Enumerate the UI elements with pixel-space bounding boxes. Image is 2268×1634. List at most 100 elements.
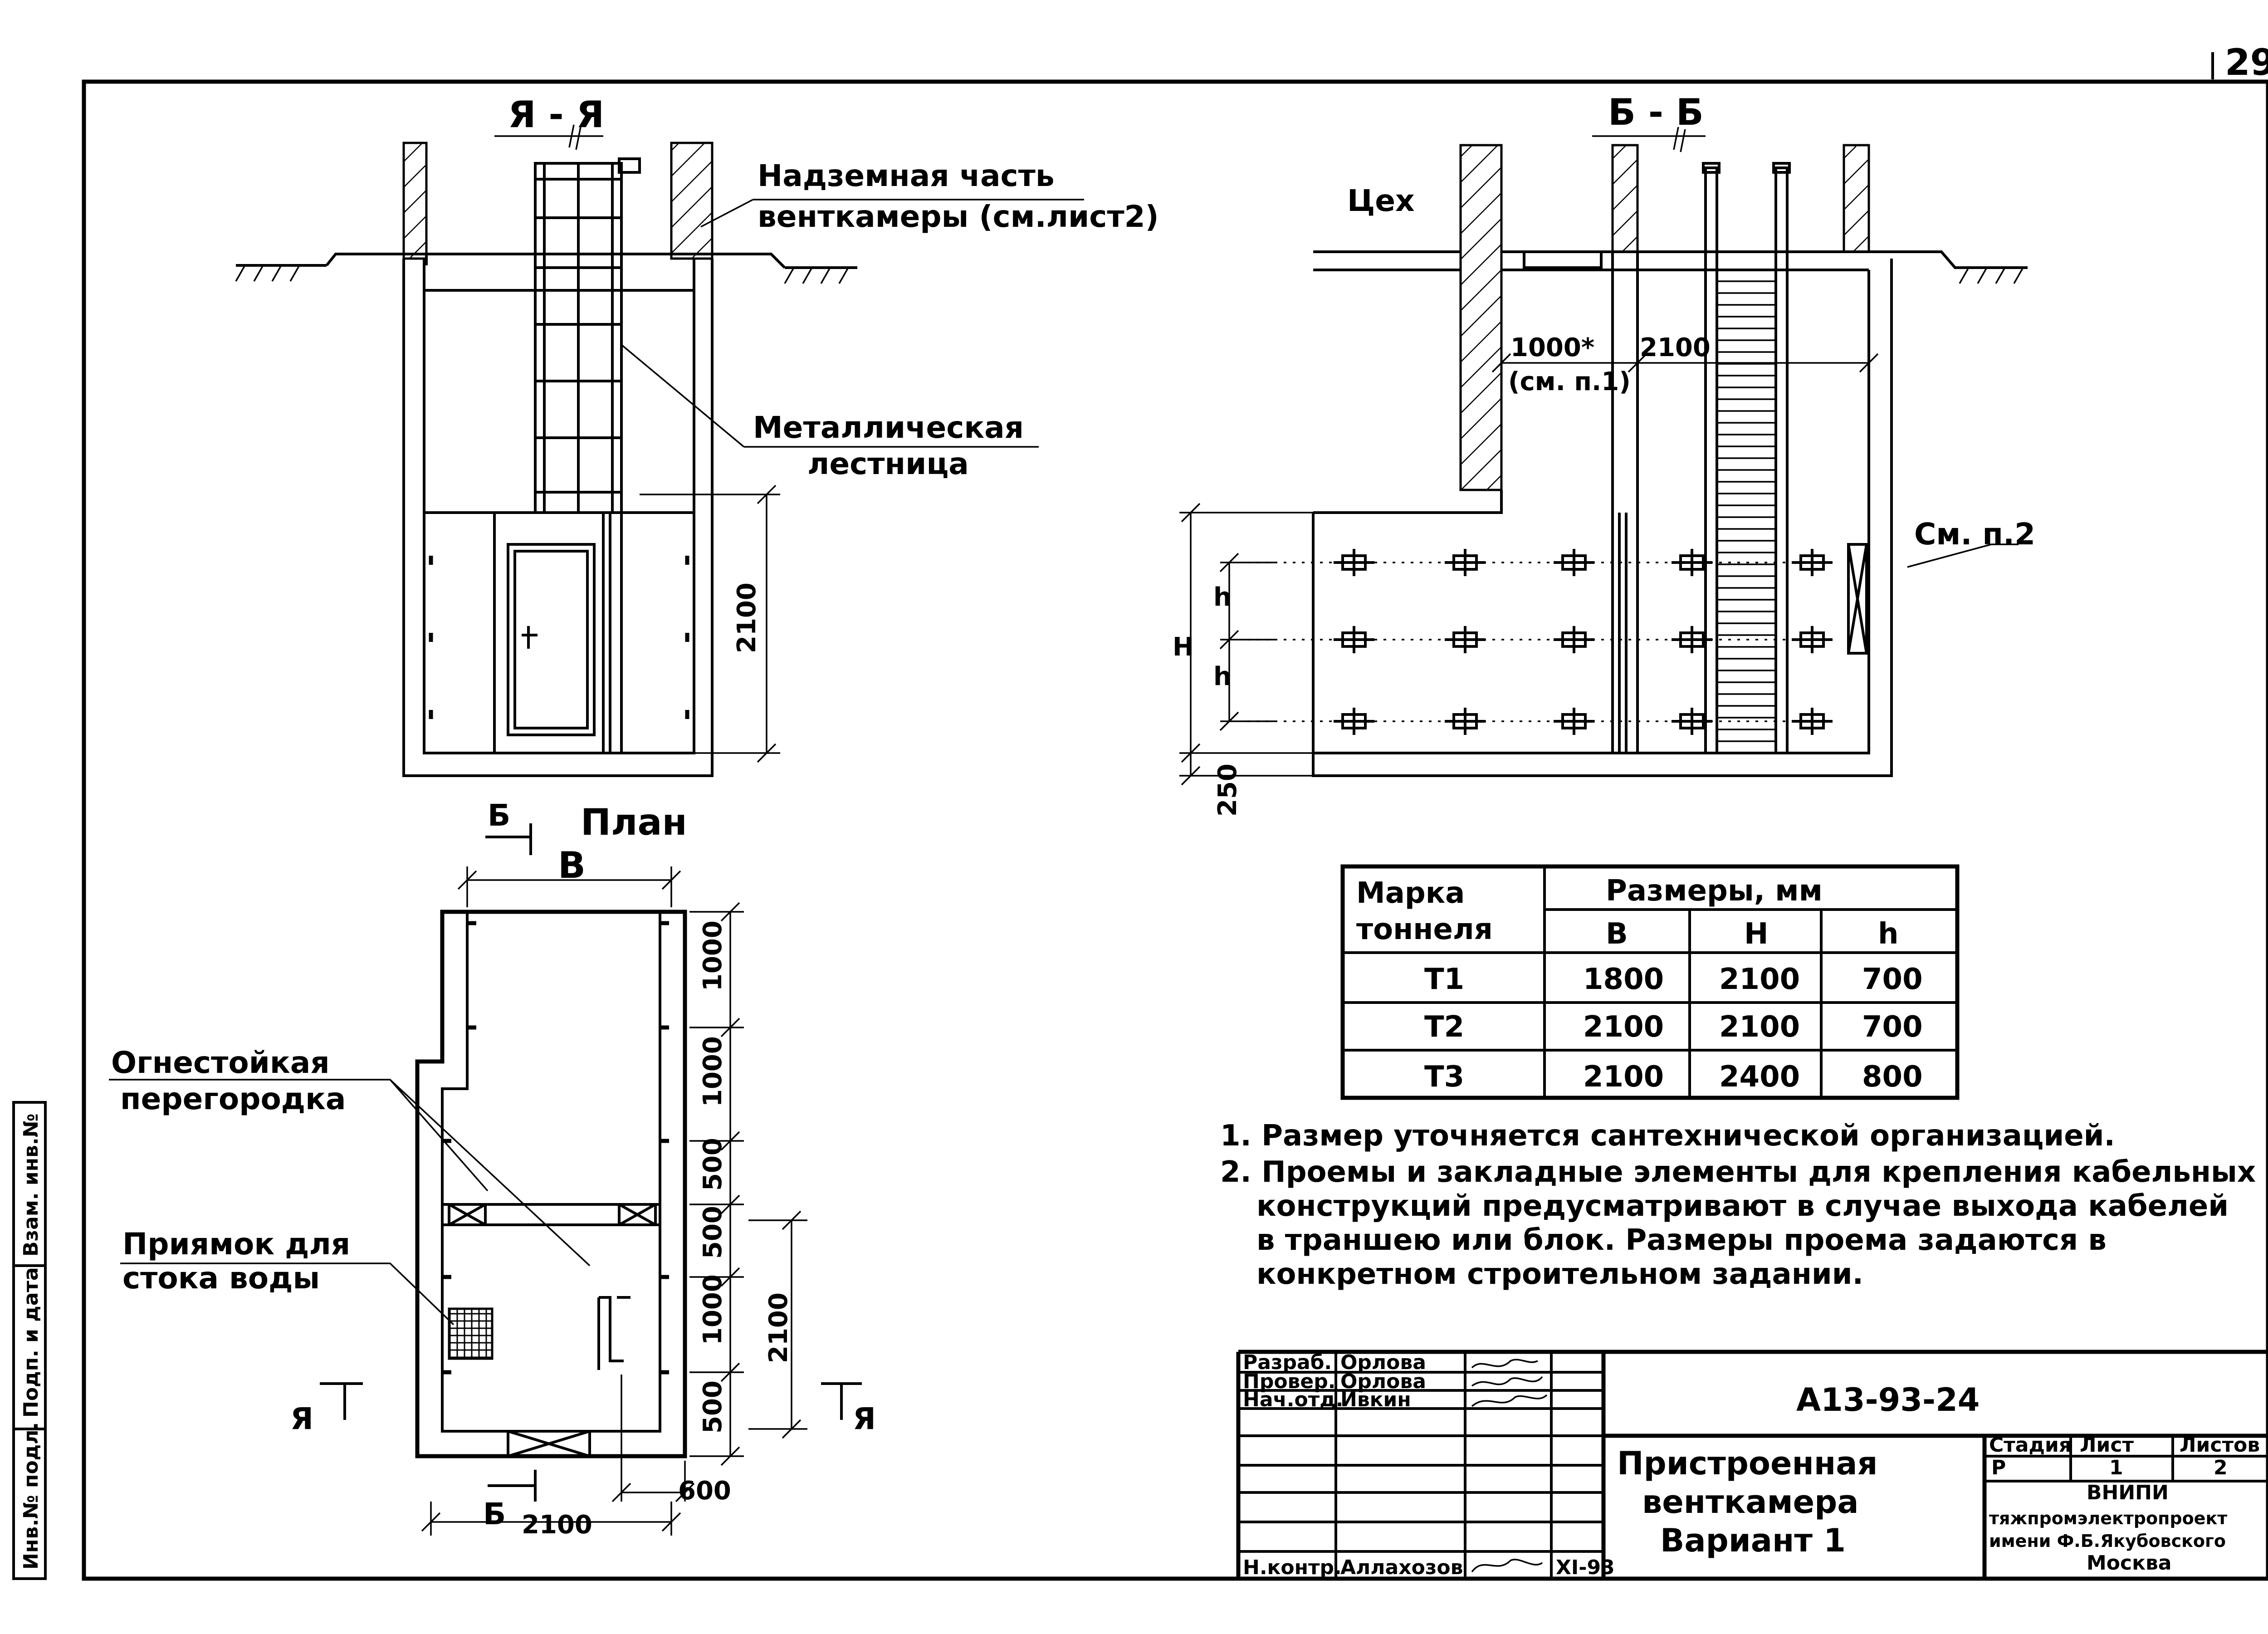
anchor-mark bbox=[1672, 626, 1712, 653]
plan-dim-6: 500 bbox=[698, 1380, 728, 1433]
stamp-inv-replace: Взам. инв.№ bbox=[20, 1113, 43, 1257]
tb-name-2: Орлова bbox=[1340, 1370, 1426, 1393]
anchor-mark bbox=[1554, 708, 1594, 735]
anchor-mark bbox=[1554, 549, 1594, 576]
tb-org-1: ВНИПИ bbox=[2087, 1481, 2169, 1504]
th-mark-1: Марка bbox=[1356, 876, 1465, 910]
sizes-table: Марка тоннеля Размеры, мм В Н h Т1 1800 … bbox=[1340, 864, 1960, 1100]
note-2-cont-1: конструкций предусматривают в случае вых… bbox=[1256, 1189, 2229, 1223]
label-partition-1: Огнестойкая bbox=[111, 1045, 330, 1080]
note-1: 1. Размер уточняется сантехнической орга… bbox=[1220, 1119, 2115, 1153]
tb-title-2: венткамера bbox=[1642, 1483, 1859, 1521]
anchor-mark bbox=[1672, 549, 1712, 576]
bb-dim-1000-note: (см. п.1) bbox=[1508, 367, 1631, 396]
bb-dim-h1: h bbox=[1213, 582, 1232, 612]
label-workshop: Цех bbox=[1347, 183, 1415, 218]
anchor-mark bbox=[1445, 549, 1486, 576]
bb-dim-H: H bbox=[1173, 632, 1194, 662]
bb-dim-1000: 1000* bbox=[1510, 333, 1594, 362]
label-ladder-2: лестница bbox=[807, 446, 969, 481]
tb-role-2: Провер. bbox=[1243, 1370, 1335, 1393]
tb-title-3: Вариант 1 bbox=[1660, 1522, 1846, 1559]
sheet-number: 29 bbox=[2211, 41, 2268, 83]
stamp-sign-date: Подп. и дата bbox=[20, 1267, 43, 1418]
tb-sheet: 1 bbox=[2109, 1456, 2123, 1479]
plan-dim-4: 500 bbox=[698, 1206, 728, 1259]
section-bb-title: Б - Б bbox=[1608, 91, 1704, 133]
anchor-mark bbox=[1334, 626, 1374, 653]
aa-dim-2100: 2100 bbox=[732, 582, 762, 653]
svg-text:29: 29 bbox=[2225, 41, 2268, 83]
th-col-h: h bbox=[1878, 917, 1899, 951]
anchor-mark bbox=[1554, 626, 1594, 653]
label-aboveground-1: Надземная часть bbox=[758, 158, 1055, 193]
tb-role-4: Н.контр. bbox=[1243, 1556, 1342, 1579]
label-pit-2: стока воды bbox=[122, 1261, 320, 1296]
notes: 1. Размер уточняется сантехнической орга… bbox=[1220, 1119, 2256, 1291]
plan-dim-2: 1000 bbox=[698, 1036, 728, 1107]
tb-title-1: Пристроенная bbox=[1617, 1445, 1877, 1482]
plan-dim-2100-right: 2100 bbox=[764, 1292, 793, 1363]
table-cell: 2100 bbox=[1719, 1010, 1800, 1044]
table-cell: 2100 bbox=[1583, 1060, 1664, 1094]
table-cell: 700 bbox=[1862, 1010, 1923, 1044]
note-2-cont-3: конкретном строительном задании. bbox=[1256, 1257, 1863, 1291]
tb-stage: Р bbox=[1991, 1456, 2006, 1479]
bb-dim-h2: h bbox=[1213, 662, 1232, 691]
plan-cut-a-left: Я bbox=[290, 1401, 313, 1436]
th-sizes: Размеры, мм bbox=[1606, 874, 1823, 908]
plan-dim-1: 1000 bbox=[698, 920, 728, 991]
tb-sheets-label: Листов bbox=[2180, 1433, 2260, 1457]
tb-org-2: тяжпромэлектропроект bbox=[1989, 1508, 2227, 1528]
bb-dim-250: 250 bbox=[1213, 763, 1242, 817]
table-cell: Т1 bbox=[1424, 963, 1464, 996]
label-aboveground-2: венткамеры (см.лист2) bbox=[758, 199, 1159, 234]
tb-doc-code: А13-93-24 bbox=[1796, 1381, 1980, 1419]
note-2-cont-2: в траншею или блок. Размеры проема задаю… bbox=[1256, 1223, 2107, 1257]
anchor-mark bbox=[1792, 626, 1833, 653]
anchor-mark bbox=[1792, 549, 1833, 576]
drain-pit bbox=[448, 1307, 494, 1360]
stamp-inv-original: Инв.№ подл. bbox=[20, 1422, 43, 1570]
note-2: 2. Проемы и закладные элементы для крепл… bbox=[1220, 1155, 2256, 1189]
side-stamp: Инв.№ подл. Подп. и дата Взам. инв.№ bbox=[12, 1101, 47, 1580]
tb-org-3: имени Ф.Б.Якубовского bbox=[1989, 1531, 2226, 1551]
tb-name-4: Аллахозов bbox=[1340, 1556, 1463, 1579]
th-mark-2: тоннеля bbox=[1356, 913, 1493, 946]
th-col-B: В bbox=[1606, 917, 1628, 951]
plan-title: План bbox=[581, 801, 687, 843]
bb-dim-2100: 2100 bbox=[1640, 333, 1711, 362]
anchor-mark bbox=[1672, 708, 1712, 735]
plan-dim-5: 1000 bbox=[698, 1274, 728, 1345]
table-cell: 800 bbox=[1862, 1060, 1923, 1094]
plan-dim-2100-bottom: 2100 bbox=[522, 1510, 592, 1540]
table-cell: Т3 bbox=[1424, 1060, 1464, 1094]
anchor-mark bbox=[1445, 708, 1486, 735]
th-col-H: Н bbox=[1744, 917, 1769, 951]
anchor-mark bbox=[1334, 549, 1374, 576]
plan-cut-b-bottom: Б bbox=[483, 1497, 506, 1531]
label-partition-2: перегородка bbox=[120, 1081, 346, 1116]
table-cell: 1800 bbox=[1583, 963, 1664, 996]
section-aa-title: Я - Я bbox=[508, 93, 604, 136]
anchor-mark bbox=[1792, 708, 1833, 735]
tb-name-3: Ивкин bbox=[1340, 1388, 1411, 1411]
anchor-mark bbox=[1334, 708, 1374, 735]
table-cell: 2400 bbox=[1719, 1060, 1800, 1094]
tb-stage-label: Стадия bbox=[1989, 1433, 2072, 1457]
plan-dim-600: 600 bbox=[678, 1476, 731, 1506]
drawing-frame bbox=[82, 79, 2268, 1581]
plan-dim-3: 500 bbox=[698, 1138, 728, 1191]
section-bb: Б - Б Цех bbox=[1173, 91, 2035, 817]
tb-role-1: Разраб. bbox=[1243, 1351, 1332, 1374]
tb-role-3: Нач.отд. bbox=[1243, 1388, 1343, 1411]
embedded-elements bbox=[1247, 549, 1837, 735]
table-cell: 700 bbox=[1862, 963, 1923, 996]
tb-sheet-label: Лист bbox=[2080, 1433, 2134, 1457]
table-cell: 2100 bbox=[1719, 963, 1800, 996]
tb-name-1: Орлова bbox=[1340, 1351, 1426, 1374]
tb-sheets: 2 bbox=[2214, 1456, 2228, 1479]
anchor-mark bbox=[1445, 626, 1486, 653]
section-aa: Я - Я bbox=[235, 93, 1159, 777]
